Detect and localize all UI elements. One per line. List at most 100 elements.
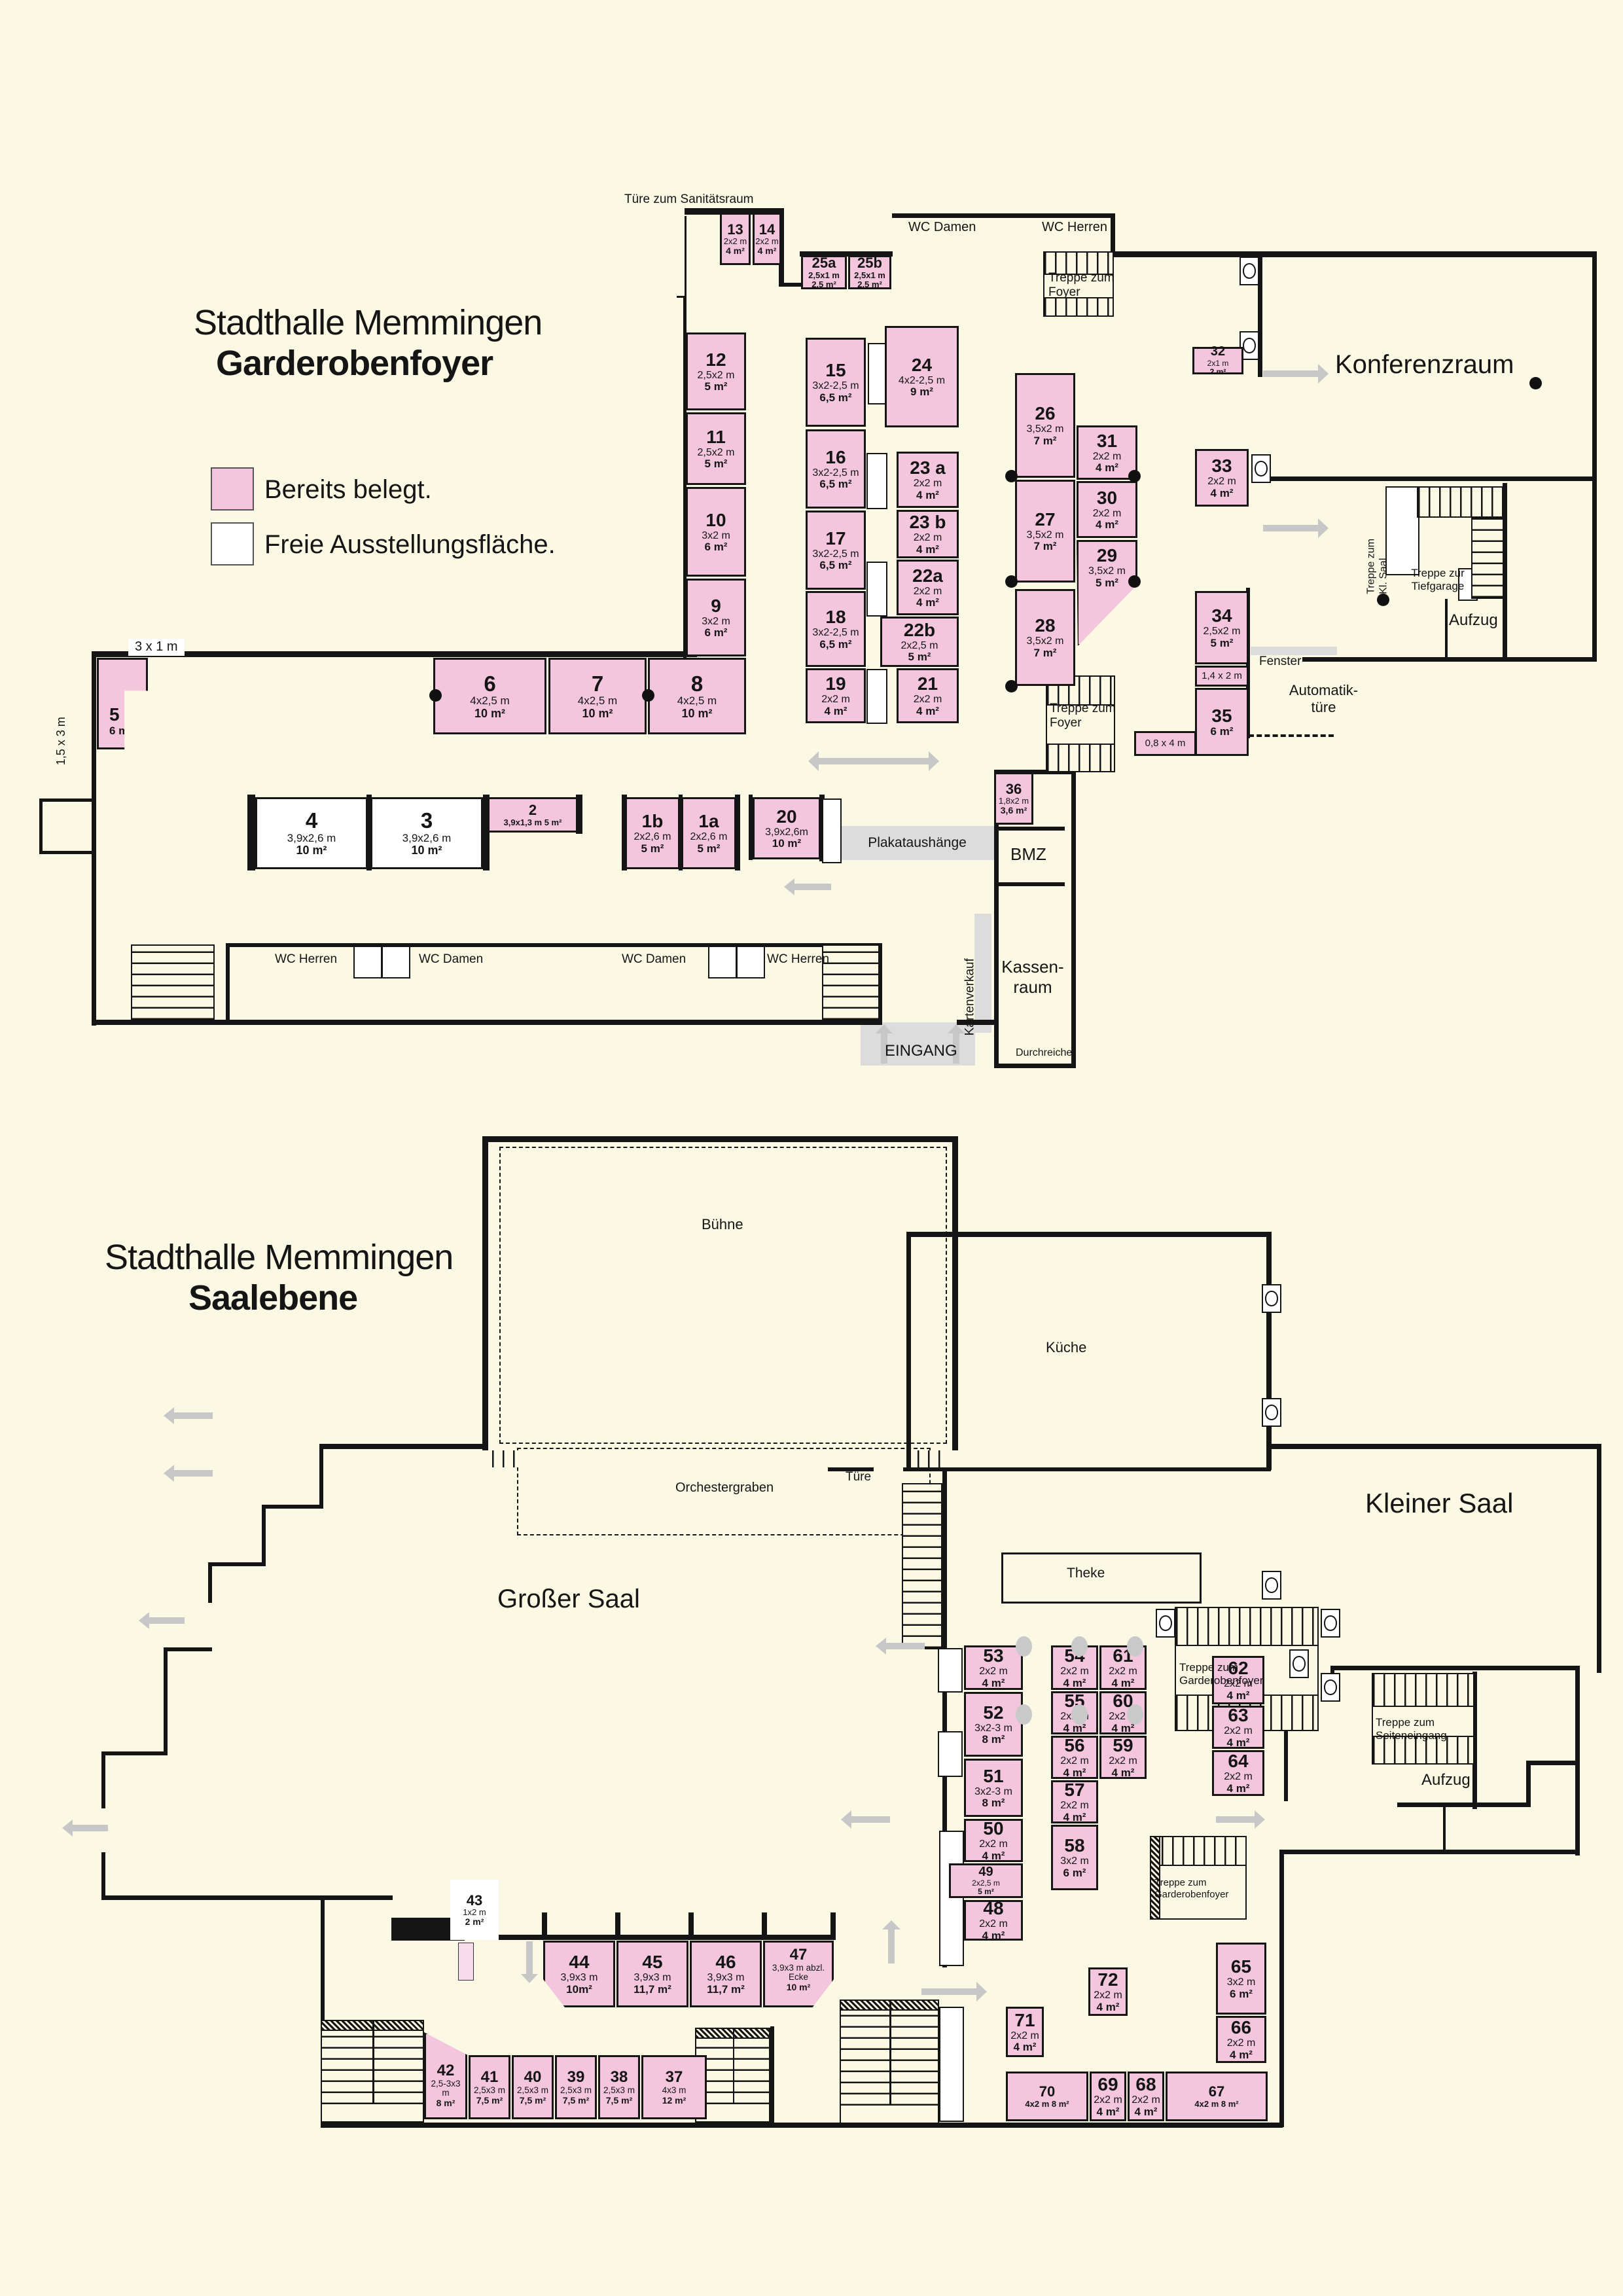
- label-plakataushänge: Plakataushänge: [868, 835, 967, 850]
- label-3-x-1-m: 3 x 1 m: [128, 639, 185, 656]
- door-recess: [938, 1648, 963, 1693]
- wall: [1279, 1850, 1284, 2127]
- stairs: [822, 944, 880, 1021]
- wall: [677, 296, 687, 298]
- wall: [92, 651, 697, 657]
- gray-zone: [1251, 647, 1337, 655]
- door-icon: [1262, 1398, 1281, 1427]
- wall: [903, 1467, 1271, 1471]
- direction-arrow-left: [164, 1407, 213, 1424]
- label-wc-herren: WC Herren: [275, 952, 338, 966]
- direction-arrow-down: [521, 1941, 538, 1983]
- label-treppe-zum-garderobenfoyer: Treppe zum Garderobenfoyer: [1154, 1877, 1229, 1900]
- direction-arrow-left: [784, 878, 831, 895]
- stairs: [1046, 675, 1115, 772]
- direction-arrow-lr: [808, 751, 939, 771]
- pillar-dot: [1377, 594, 1389, 606]
- label-wc-damen: WC Damen: [908, 220, 976, 234]
- wall: [779, 283, 802, 287]
- wall: [92, 651, 96, 1026]
- wall: [1443, 1807, 1446, 1851]
- wall: [685, 208, 784, 215]
- wall: [1270, 476, 1597, 481]
- direction-arrow-left: [139, 1612, 185, 1629]
- wall: [164, 1647, 212, 1651]
- label-wc-damen: WC Damen: [419, 952, 484, 966]
- direction-arrow-right: [921, 1982, 987, 2001]
- door-icon: [1321, 1609, 1340, 1638]
- legend-occupied-swatch: [211, 467, 254, 511]
- label-wc-herren: WC Herren: [1042, 220, 1108, 234]
- wall: [688, 1912, 694, 1940]
- wall: [473, 1935, 836, 1940]
- legend-free-label: Freie Ausstellungsfläche.: [264, 530, 556, 559]
- wall: [482, 1136, 488, 1450]
- wall: [262, 1505, 266, 1565]
- wall: [39, 798, 93, 802]
- stairs: [840, 2000, 939, 2124]
- wall: [1266, 1232, 1272, 1470]
- wall: [1526, 1761, 1531, 1807]
- wall: [208, 1562, 266, 1566]
- booth-area: 1,4 x 2 m: [1195, 666, 1249, 687]
- wall: [1526, 1761, 1579, 1765]
- wall: [101, 1751, 168, 1755]
- wall: [994, 882, 1065, 886]
- direction-arrow-right: [1263, 518, 1329, 538]
- wall: [1071, 770, 1076, 1068]
- wall: [994, 770, 1076, 774]
- pillar-dot: [1005, 575, 1018, 588]
- wall: [101, 1852, 105, 1899]
- door-recess: [353, 946, 382, 978]
- direction-arrow-up: [876, 1024, 893, 1064]
- upper-floor-title-line2: Garderobenfoyer: [216, 344, 493, 383]
- stairs: [1372, 1673, 1474, 1765]
- door-icon: [1251, 454, 1271, 483]
- table-dot: [1016, 1636, 1032, 1657]
- booth-area: [458, 1943, 474, 1981]
- door-icon: [1262, 1284, 1281, 1313]
- wall: [482, 1136, 957, 1142]
- wall: [994, 1064, 1076, 1068]
- wall: [994, 770, 999, 1068]
- stairs: [918, 1450, 946, 1467]
- gray-zone: [838, 826, 997, 860]
- pillar-dot: [1529, 377, 1542, 389]
- table-dot: [1071, 1636, 1088, 1657]
- label-wc-herren: WC Herren: [767, 952, 830, 966]
- label-treppe-zum-foyer: Treppe zum Foyer: [1050, 702, 1116, 730]
- direction-arrow-right: [1216, 1810, 1265, 1829]
- door-recess: [866, 669, 887, 724]
- pillar-dot: [1005, 470, 1018, 482]
- wall: [994, 827, 1065, 831]
- legend-free-swatch: [211, 522, 254, 565]
- label-treppe-zur-tiefgarage: Treppe zur Tiefgarage: [1411, 567, 1465, 593]
